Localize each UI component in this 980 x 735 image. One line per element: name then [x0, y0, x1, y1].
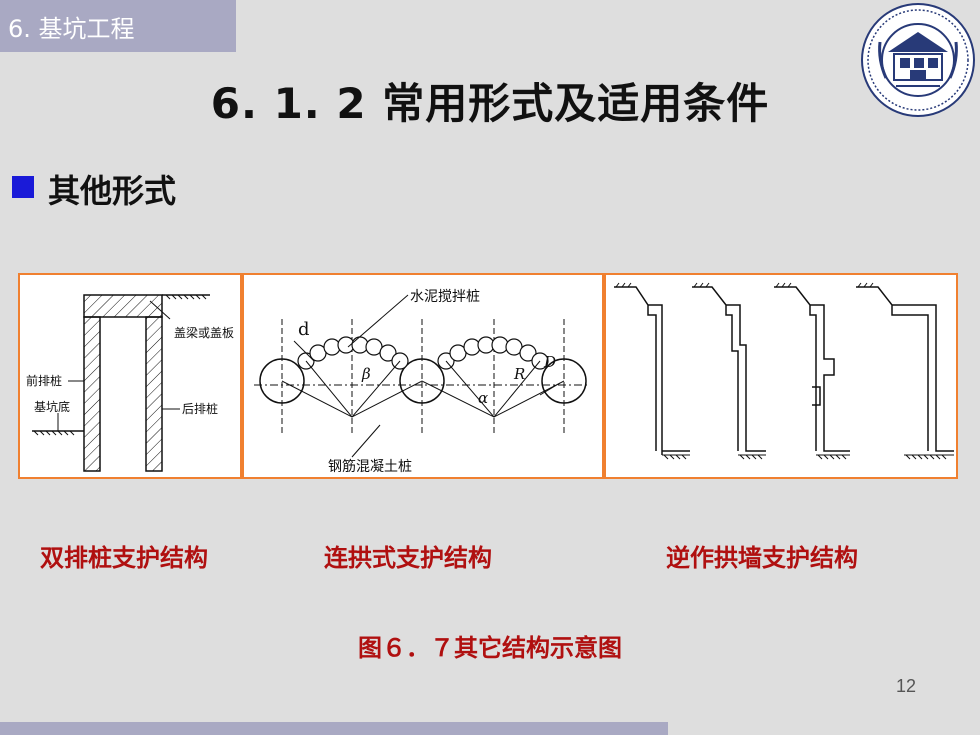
label-cement-pile: 水泥搅拌桩 [410, 288, 480, 305]
university-seal-icon [861, 3, 975, 117]
label-D: D [543, 353, 556, 371]
label-d: d [298, 319, 310, 340]
chapter-label: 6. 基坑工程 [8, 15, 135, 43]
label-r: R [513, 365, 525, 383]
caption-reverse-wall: 逆作拱墙支护结构 [666, 543, 858, 572]
diagram-double-row: 盖梁或盖板 前排桩 基坑底 后排桩 [18, 273, 242, 479]
footer-bar [0, 722, 668, 735]
label-pit-bottom: 基坑底 [34, 399, 70, 414]
label-alpha: α [478, 389, 488, 407]
section-heading: 其他形式 [48, 172, 177, 210]
label-concrete-pile: 钢筋混凝土桩 [328, 458, 412, 475]
label-cap-beam: 盖梁或盖板 [174, 325, 234, 340]
page-number: 12 [896, 676, 917, 696]
diagram-reverse-wall [604, 273, 958, 479]
caption-arch: 连拱式支护结构 [324, 543, 492, 572]
label-rear-pile: 后排桩 [182, 401, 218, 416]
page-title: 6. 1. 2 常用形式及适用条件 [210, 79, 770, 128]
bullet-square-icon [12, 176, 34, 198]
chapter-tab: 6. 基坑工程 [0, 0, 236, 52]
diagram-arch: 水泥搅拌桩 钢筋混凝土桩 d β α R D [242, 273, 604, 479]
caption-double-row: 双排桩支护结构 [40, 543, 208, 572]
figure-caption: 图６．７其它结构示意图 [358, 633, 622, 662]
label-beta: β [361, 365, 371, 383]
label-front-pile: 前排桩 [26, 373, 62, 388]
